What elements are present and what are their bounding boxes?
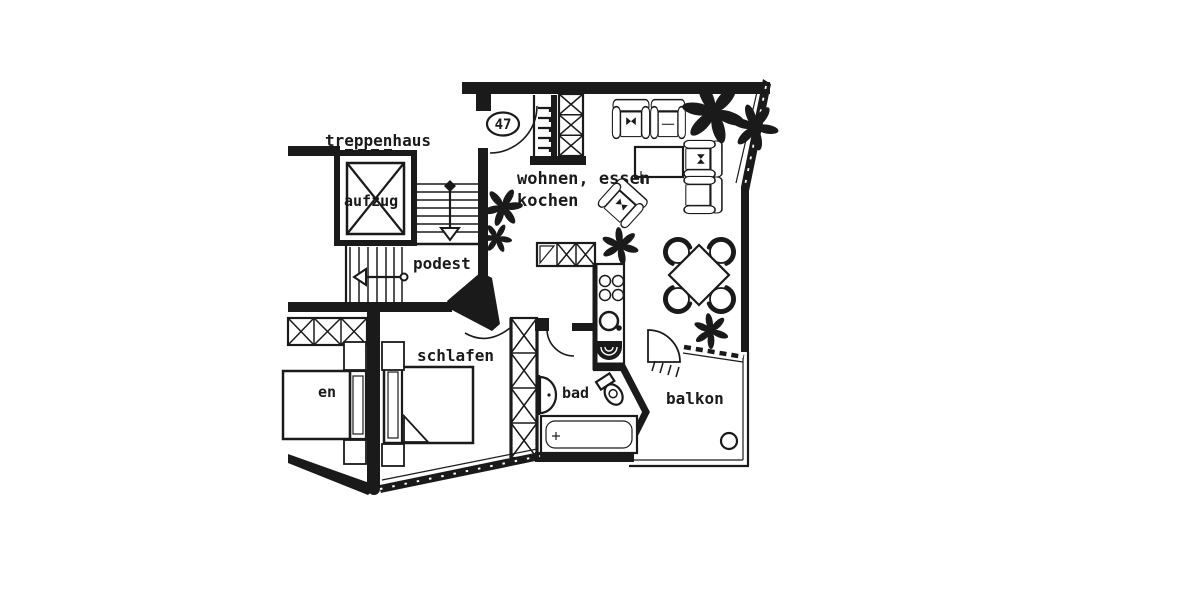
window-band bbox=[683, 344, 745, 360]
x-hatch-icon bbox=[556, 242, 596, 267]
entrance-door-arc bbox=[489, 105, 538, 154]
threshold-hatch-icon bbox=[651, 360, 680, 378]
x-hatch-icon bbox=[510, 317, 538, 459]
cushion-mark-icon bbox=[615, 198, 628, 211]
dining-set bbox=[657, 231, 742, 320]
hall-west-wall bbox=[478, 148, 488, 281]
stairwell-area: treppenhaus aufzug bbox=[288, 131, 500, 331]
bed bbox=[281, 369, 368, 441]
stairs-upper bbox=[414, 180, 478, 246]
adjacent-room-label: en bbox=[318, 383, 336, 401]
unit-number: 47 bbox=[495, 117, 512, 133]
entry-cabinet bbox=[557, 92, 585, 158]
scalloped-basin-icon bbox=[596, 341, 622, 360]
kitchen-sink-icon bbox=[598, 310, 620, 332]
blanket-fold-icon bbox=[403, 413, 431, 443]
sink-drainer-icon bbox=[539, 245, 556, 265]
armchair bbox=[649, 98, 687, 140]
top-wall bbox=[462, 82, 770, 94]
drain-icon bbox=[719, 431, 739, 451]
living-area: wohnen, essen kochen bbox=[517, 70, 783, 378]
right-wall bbox=[741, 186, 749, 352]
southwest-wall bbox=[288, 454, 378, 495]
dining-table bbox=[667, 243, 731, 307]
landing-south-wall bbox=[288, 302, 452, 312]
coat-rack bbox=[530, 95, 586, 165]
bedroom-area: schlafen bbox=[286, 308, 541, 495]
elevator-cross-icon bbox=[346, 162, 405, 235]
cushion-mark-icon bbox=[626, 117, 636, 126]
plant-icon bbox=[693, 312, 730, 350]
armchair bbox=[683, 175, 723, 215]
washbasin-icon bbox=[537, 375, 558, 415]
kitchen-unit bbox=[592, 262, 626, 372]
window-inner-line bbox=[682, 352, 744, 363]
bathtub-icon bbox=[539, 414, 639, 455]
balcony-area: balkon bbox=[629, 352, 750, 468]
bedroom-door-arc bbox=[464, 327, 511, 340]
kitchen-counter bbox=[535, 241, 597, 268]
door-pier bbox=[476, 94, 491, 111]
bath-south-wall bbox=[535, 452, 634, 462]
cushion-mark-icon bbox=[696, 154, 705, 164]
plant-icon bbox=[727, 99, 783, 155]
stair-arrow-start-icon bbox=[399, 272, 409, 282]
stair-arrow-head-icon bbox=[352, 267, 367, 287]
coffee-table bbox=[633, 145, 685, 183]
door-pivot-wall bbox=[535, 318, 549, 331]
party-wall bbox=[367, 308, 380, 489]
toilet-icon bbox=[594, 371, 624, 406]
unit-number-badge bbox=[485, 111, 521, 137]
stairwell-wall bbox=[288, 146, 340, 156]
balcony-door-leaf-arc bbox=[647, 329, 681, 363]
bathroom-area: bad bbox=[535, 362, 650, 462]
stair-arrow-start-icon bbox=[444, 180, 456, 192]
faucet-icon bbox=[616, 325, 622, 331]
balcony-door bbox=[647, 329, 745, 378]
armchair bbox=[595, 176, 651, 230]
hatched-wall-strip bbox=[509, 316, 539, 460]
stair-arrow-head-icon bbox=[439, 227, 461, 242]
stove-icon bbox=[598, 274, 625, 302]
nightstand bbox=[343, 341, 367, 371]
nightstand bbox=[381, 443, 405, 467]
kitchen-label: kochen bbox=[517, 191, 578, 211]
x-hatch-icon bbox=[558, 93, 584, 157]
landing-label: podest bbox=[413, 254, 471, 273]
nightstand bbox=[343, 439, 367, 465]
entrance-area: 47 bbox=[462, 82, 770, 256]
elevator: aufzug bbox=[334, 150, 417, 246]
chamfer-wall bbox=[447, 272, 500, 331]
bed bbox=[382, 365, 475, 445]
bath-door-arc bbox=[546, 328, 575, 357]
balcony-label: balkon bbox=[666, 389, 724, 408]
interior-walls bbox=[464, 316, 596, 460]
coat-hook-icon bbox=[538, 106, 552, 152]
bedroom-window bbox=[379, 448, 541, 493]
x-hatch-icon bbox=[287, 317, 368, 346]
armchair bbox=[611, 98, 651, 140]
hatched-wall-band bbox=[286, 316, 369, 347]
adjacent-room-area: en bbox=[281, 341, 368, 465]
stairs-lower bbox=[344, 246, 409, 303]
bath-north-wall bbox=[572, 323, 596, 331]
stairwell-label: treppenhaus bbox=[325, 131, 431, 150]
armchair bbox=[683, 139, 723, 179]
nightstand bbox=[381, 341, 405, 371]
bedroom-label: schlafen bbox=[417, 346, 494, 365]
elevator-label: aufzug bbox=[344, 192, 398, 210]
bathroom-label: bad bbox=[562, 384, 589, 402]
